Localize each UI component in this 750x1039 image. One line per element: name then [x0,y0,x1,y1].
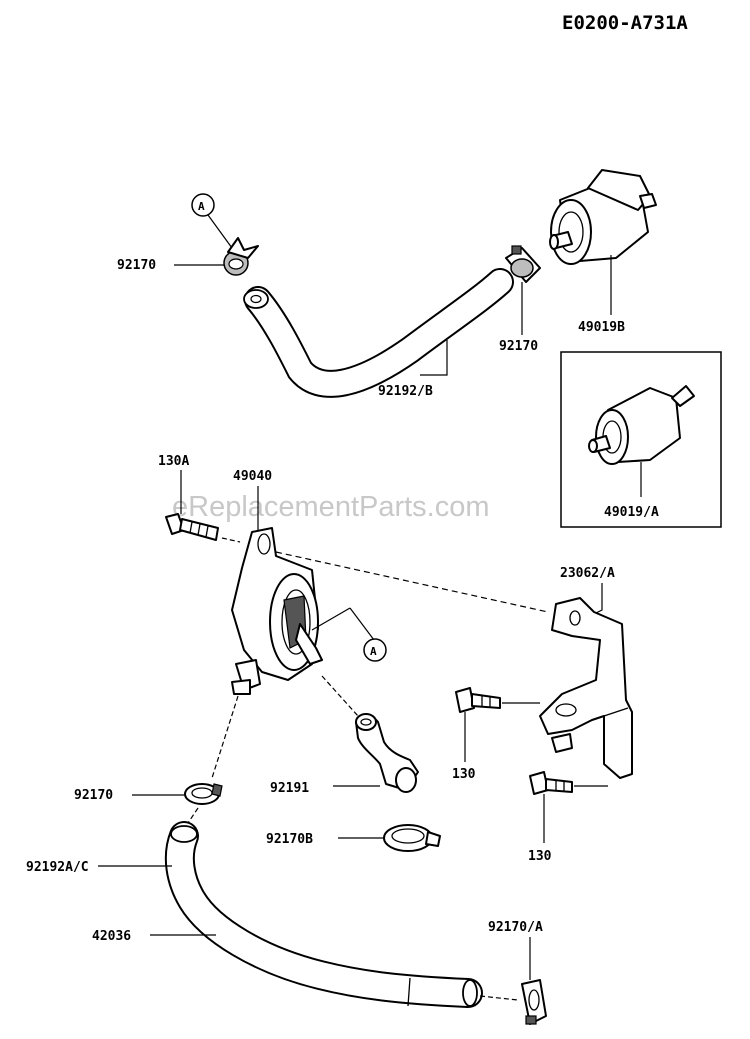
dash-pump-to-clamp [211,695,239,779]
label-42036: 42036 [92,929,131,944]
label-130-upper: 130 [452,767,476,782]
hose-92192-b [243,268,514,398]
alt-filter-box [560,351,722,528]
fuel-filter-49019b [549,169,657,265]
bolt-130-upper [455,687,501,713]
fuel-filter-49019a [588,385,695,465]
fuel-pump-49040 [231,527,323,695]
clamp-92170-mid [505,245,541,283]
hose-92191 [355,713,419,793]
label-92170b: 92170B [266,832,313,847]
bolt-130a [165,513,219,541]
dash-pump-bracket [275,551,549,613]
hose-42036 [164,821,483,1008]
clamp-92170b [383,824,441,852]
label-92191: 92191 [270,781,309,796]
dash-130a [221,537,241,543]
callout-a-upper: A [191,193,233,249]
dash-hose-to-92170a [479,995,519,1001]
label-92170-mid: 92170 [499,339,538,354]
bracket-23062a [539,597,633,779]
callout-a-pump: A [311,607,387,662]
diagram-code: E0200-A731A [562,12,688,34]
leader-pump-to-92191 [321,675,359,717]
label-49040: 49040 [233,469,272,484]
label-92192ac: 92192A/C [26,860,89,875]
svg-text:A: A [370,645,377,658]
label-49019b: 49019B [578,320,625,335]
bolt-130-lower [529,771,573,795]
label-92192-b: 92192/B [378,384,433,399]
svg-text:A: A [198,200,205,213]
leader-92192-b [420,340,448,376]
label-92170-left: 92170 [74,788,113,803]
label-23062a: 23062/A [560,566,615,581]
label-130-lower: 130 [528,849,552,864]
clamp-92170a [521,979,547,1025]
label-92170-top: 92170 [117,258,156,273]
label-92170a: 92170/A [488,920,543,935]
clamp-92170-top [223,237,259,276]
label-49019a: 49019/A [604,505,659,520]
label-130a: 130A [158,454,189,469]
watermark: eReplacementParts.com [172,491,490,523]
clamp-92170-left [184,783,223,805]
